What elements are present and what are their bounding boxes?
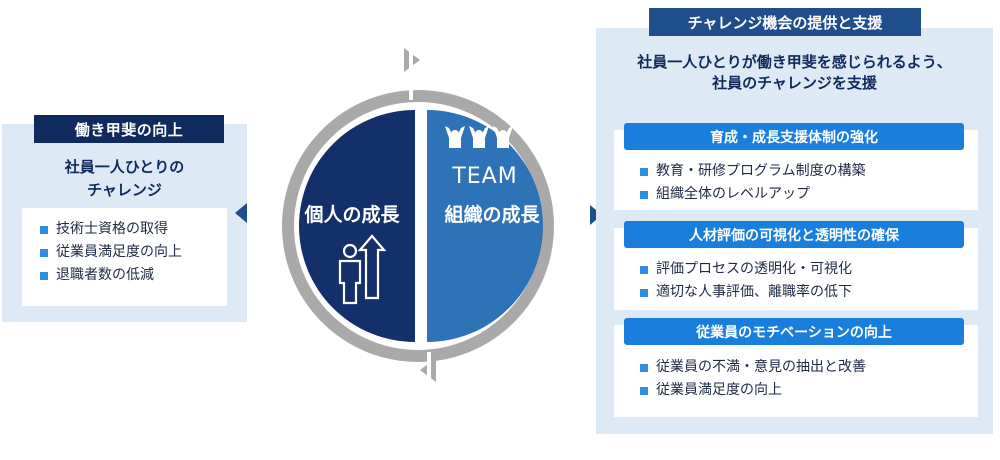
right-panel-subtitle: 社員一人ひとりが働き甲斐を感じられるよう、 社員のチャレンジを支援 — [596, 52, 993, 94]
list-item-text: 適切な人事評価、離職率の低下 — [656, 284, 852, 300]
personal-growth-half — [299, 110, 415, 342]
list-item-text: 従業員の不満・意見の抽出と改善 — [656, 359, 866, 375]
section-item-list: 従業員の不満・意見の抽出と改善 従業員満足度の向上 — [640, 356, 960, 402]
list-item: 退職者数の低減 — [40, 264, 227, 287]
bullet-square-icon — [40, 225, 48, 234]
list-item: 従業員満足度の向上 — [40, 241, 227, 264]
section-heading: 育成・成長支援体制の強化 — [624, 123, 964, 150]
right-subtitle-line2: 社員のチャレンジを支援 — [712, 74, 877, 92]
left-panel-subtitle: 社員一人ひとりの チャレンジ — [2, 156, 247, 202]
list-item-text: 従業員満足度の向上 — [56, 244, 182, 260]
list-item-text: 退職者数の低減 — [56, 267, 154, 283]
team-people-icon — [445, 126, 513, 148]
left-subtitle-line1: 社員一人ひとりの — [64, 158, 185, 176]
bullet-square-icon — [640, 288, 648, 297]
section-item-list: 評価プロセスの透明化・可視化 適切な人事評価、離職率の低下 — [640, 258, 960, 304]
right-subtitle-line1: 社員一人ひとりが働き甲斐を感じられるよう、 — [637, 53, 952, 71]
cycle-ring — [282, 90, 554, 362]
section-heading: 従業員のモチベーションの向上 — [624, 318, 964, 345]
list-item: 従業員の不満・意見の抽出と改善 — [640, 356, 960, 379]
section-heading: 人材評価の可視化と透明性の確保 — [624, 221, 964, 248]
list-item-text: 評価プロセスの透明化・可視化 — [656, 261, 852, 277]
organization-growth-half — [427, 110, 543, 342]
person-growth-arrow-icon — [338, 234, 387, 305]
list-item-text: 教育・研修プログラム制度の構築 — [656, 163, 866, 179]
personal-growth-label: 個人の成長 — [304, 204, 400, 226]
organization-growth-label: 組織の成長 — [444, 204, 540, 226]
list-item: 適切な人事評価、離職率の低下 — [640, 281, 960, 304]
right-panel-title: チャレンジ機会の提供と支援 — [649, 8, 921, 36]
bullet-square-icon — [640, 167, 648, 176]
left-panel-title: 働き甲斐の向上 — [34, 115, 224, 143]
list-item: 組織全体のレベルアップ — [640, 183, 960, 206]
list-item-text: 技術士資格の取得 — [56, 221, 168, 237]
list-item: 従業員満足度の向上 — [640, 379, 960, 402]
left-item-list: 技術士資格の取得 従業員満足度の向上 退職者数の低減 — [22, 208, 227, 306]
list-item: 技術士資格の取得 — [40, 218, 227, 241]
bullet-square-icon — [640, 363, 648, 372]
growth-cycle-diagram — [282, 48, 554, 384]
list-item-text: 従業員満足度の向上 — [656, 382, 782, 398]
list-item: 教育・研修プログラム制度の構築 — [640, 160, 960, 183]
bullet-square-icon — [40, 271, 48, 280]
list-item: 評価プロセスの透明化・可視化 — [640, 258, 960, 281]
bullet-square-icon — [40, 248, 48, 257]
left-subtitle-line2: チャレンジ — [87, 181, 162, 199]
bullet-square-icon — [640, 190, 648, 199]
bullet-square-icon — [640, 265, 648, 274]
bullet-square-icon — [640, 386, 648, 395]
team-label: TEAM — [452, 164, 518, 189]
left-pointer-arrow-icon — [235, 203, 247, 223]
section-item-list: 教育・研修プログラム制度の構築 組織全体のレベルアップ — [640, 160, 960, 206]
list-item-text: 組織全体のレベルアップ — [656, 186, 810, 202]
